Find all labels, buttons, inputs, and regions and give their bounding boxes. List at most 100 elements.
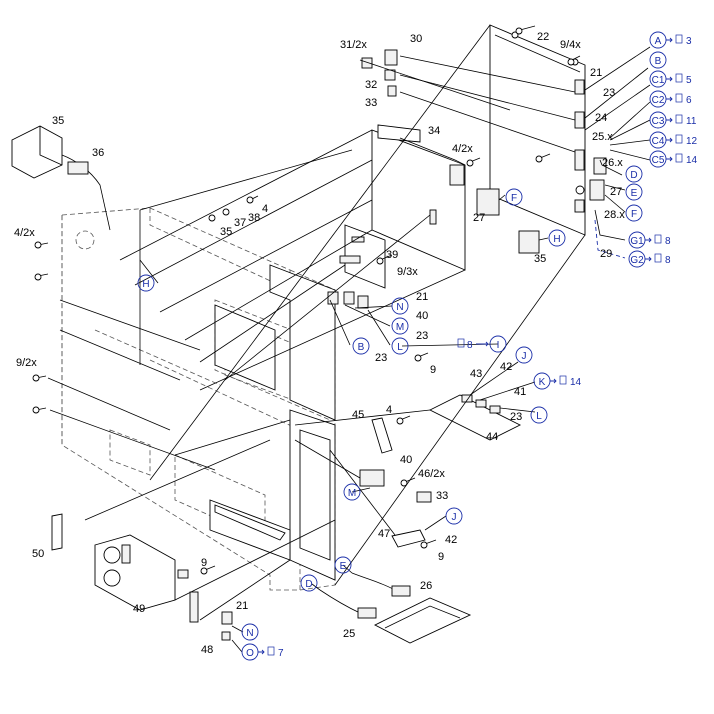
part-label: 23	[375, 352, 387, 364]
page-icon	[675, 73, 683, 83]
callout-d[interactable]: D	[625, 165, 643, 183]
part-label: 26.x	[602, 157, 623, 169]
page-icon	[654, 253, 662, 263]
callout-f-right[interactable]: F	[625, 204, 643, 222]
svg-text:D: D	[305, 579, 312, 590]
svg-text:N: N	[396, 302, 403, 313]
svg-text:D: D	[630, 170, 637, 181]
page-ref[interactable]: 3	[666, 34, 692, 47]
callout-g2[interactable]: G2	[628, 250, 646, 268]
page-ref[interactable]: 5	[666, 73, 692, 86]
callout-h-left[interactable]: H	[137, 274, 155, 292]
part-label: 9	[201, 557, 207, 569]
callout-c3[interactable]: C3	[649, 111, 667, 129]
callout-e-low[interactable]: E	[334, 556, 352, 574]
part-label: 34	[428, 125, 440, 137]
svg-text:L: L	[536, 411, 542, 422]
svg-text:I: I	[497, 340, 500, 351]
svg-text:C5: C5	[652, 155, 665, 166]
part-label: 39	[386, 249, 398, 261]
washer-37	[222, 208, 230, 216]
callout-h-mid[interactable]: H	[548, 229, 566, 247]
page-ref[interactable]: 7	[258, 646, 284, 659]
side-frame	[209, 264, 336, 581]
callout-n-low[interactable]: N	[241, 623, 259, 641]
part-label: 41	[514, 386, 526, 398]
page-ref[interactable]: 11	[666, 114, 697, 127]
callout-o[interactable]: O	[241, 643, 259, 661]
svg-text:N: N	[246, 628, 253, 639]
part-label: 25.x	[592, 131, 613, 143]
part-label: 23	[510, 411, 522, 423]
rear-panel-49	[51, 513, 233, 641]
callout-n-mid[interactable]: N	[391, 297, 409, 315]
screw-4-45	[396, 417, 404, 425]
svg-text:C4: C4	[652, 136, 665, 147]
callout-k[interactable]: K	[533, 372, 551, 390]
callout-a[interactable]: A	[649, 31, 667, 49]
callout-d-low[interactable]: D	[300, 574, 318, 592]
arrow-right-icon	[666, 137, 673, 143]
page-icon	[675, 34, 683, 44]
svg-text:J: J	[522, 351, 527, 362]
page-ref[interactable]: 14	[666, 153, 698, 166]
part-label: 9/2x	[16, 357, 37, 369]
arrow-right-icon	[666, 117, 673, 123]
part-label: 4	[262, 203, 268, 215]
page-ref[interactable]: 8	[645, 234, 671, 247]
part-label: 27	[473, 212, 485, 224]
callout-b[interactable]: B	[649, 51, 667, 69]
callout-c4[interactable]: C4	[649, 131, 667, 149]
part-label: 40	[400, 454, 412, 466]
part-label: 35	[220, 226, 232, 238]
part-label: 36	[92, 147, 104, 159]
arrow-right-icon	[666, 76, 673, 82]
part-number-labels: 22 30 31/2x 9/4x 21 32 33 23 24 25.x 34 …	[14, 31, 625, 656]
part-label: 38	[248, 212, 260, 224]
screw-right	[535, 155, 543, 163]
svg-text:8: 8	[665, 236, 671, 247]
svg-text:E: E	[631, 188, 638, 199]
part-label: 21	[590, 67, 602, 79]
svg-text:8: 8	[467, 340, 473, 351]
callout-b-mid[interactable]: B	[352, 337, 370, 355]
arrow-right-icon	[666, 156, 673, 162]
page-ref[interactable]: 14	[550, 375, 582, 388]
svg-text:F: F	[631, 209, 637, 220]
callout-m-mid[interactable]: M	[391, 317, 409, 335]
part-label: 40	[416, 310, 428, 322]
callout-l-mid[interactable]: L	[391, 337, 409, 355]
callout-m-low[interactable]: M	[343, 483, 361, 501]
screw-46	[400, 479, 408, 487]
page-ref[interactable]: 8	[645, 253, 671, 266]
callout-f-mid[interactable]: F	[505, 188, 523, 206]
callout-j-low[interactable]: J	[445, 507, 463, 525]
svg-text:14: 14	[570, 377, 582, 388]
callout-g1[interactable]: G1	[628, 231, 646, 249]
svg-text:B: B	[655, 56, 662, 67]
callout-c1[interactable]: C1	[649, 70, 667, 88]
page-references: 3 5 6 11 12 14 8	[258, 34, 698, 659]
part-label: 24	[595, 112, 607, 124]
screw-35	[208, 214, 216, 222]
part-47	[391, 529, 426, 548]
callout-c5[interactable]: C5	[649, 150, 667, 168]
svg-text:C1: C1	[652, 75, 665, 86]
page-ref[interactable]: 8	[457, 338, 489, 351]
callout-c2[interactable]: C2	[649, 90, 667, 108]
page-ref[interactable]: 6	[666, 93, 692, 106]
svg-text:G1: G1	[630, 236, 644, 247]
page-ref[interactable]: 12	[666, 134, 698, 147]
part-label: 30	[410, 33, 422, 45]
part-label: 4/2x	[452, 143, 473, 155]
callout-i[interactable]: I	[489, 335, 507, 353]
callout-e[interactable]: E	[625, 183, 643, 201]
screw-4-left	[34, 241, 42, 249]
part-label: 46/2x	[418, 468, 445, 480]
callout-j-mid[interactable]: J	[515, 346, 533, 364]
svg-text:B: B	[358, 342, 365, 353]
screw-4-left2	[34, 273, 42, 281]
svg-text:11: 11	[686, 116, 697, 127]
callout-l-right[interactable]: L	[530, 406, 548, 424]
